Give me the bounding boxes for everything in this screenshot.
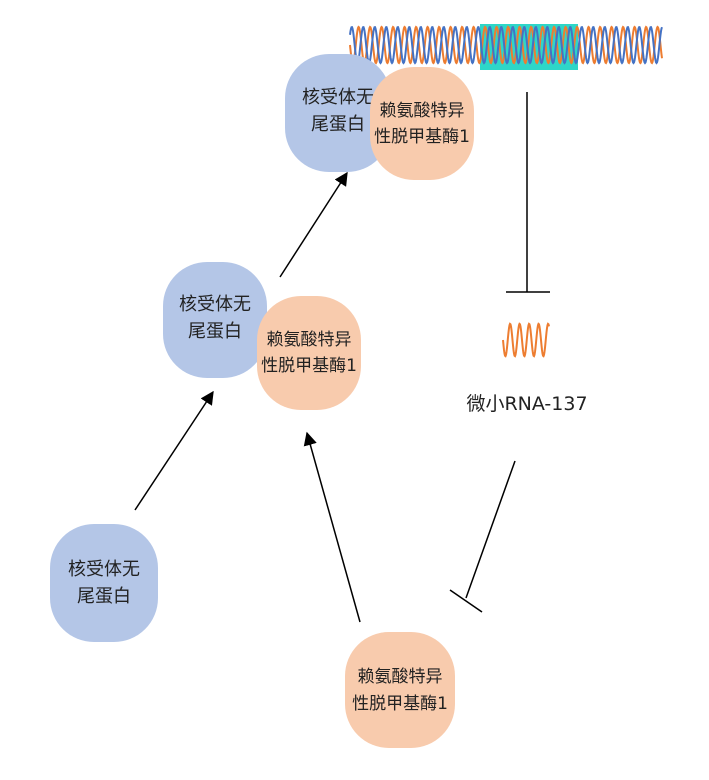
lsd-node-middle-label-1: 赖氨酸特异 (267, 330, 352, 350)
nr-node-top-label-1: 核受体无 (302, 87, 374, 108)
arrow-lsd-bottom-to-mid (303, 431, 361, 623)
lsd-node-bottom-shape (345, 632, 455, 748)
nr-node-top-label-2: 尾蛋白 (311, 114, 365, 135)
nr-node-top (285, 54, 391, 172)
mirna-to-lsd-bar (449, 589, 483, 613)
nr-node-bottom: 核受体无 尾蛋白 (50, 524, 158, 642)
nr-node-middle-label-1: 核受体无 (179, 294, 251, 315)
dna-double-helix-icon (349, 24, 663, 70)
dna-strand-orange (349, 25, 663, 65)
lsd-node-bottom-label-2: 性脱甲基酶1 (352, 694, 448, 714)
middle-complex: 核受体无 尾蛋白 赖氨酸特异 性脱甲基酶1 (163, 262, 361, 410)
nr-node-bottom-shape (50, 524, 158, 642)
arrow-nr-bottom-to-mid (134, 390, 214, 511)
lsd-node-top-label-2: 性脱甲基酶1 (374, 127, 470, 147)
arrow-mid-to-top (279, 171, 348, 278)
nr-node-middle (163, 262, 267, 378)
mirna-to-lsd-line (465, 460, 516, 599)
mirna-label: 微小RNA-137 (466, 393, 587, 415)
lsd-node-middle (257, 296, 361, 410)
nr-node-bottom-label-1: 核受体无 (68, 559, 140, 580)
nr-node-bottom-label-2: 尾蛋白 (77, 586, 131, 607)
lsd-node-middle-label-2: 性脱甲基酶1 (261, 356, 357, 376)
nr-node-middle-label-2: 尾蛋白 (188, 321, 242, 342)
top-complex: 核受体无 尾蛋白 赖氨酸特异 性脱甲基酶1 (285, 54, 474, 180)
dna-strand-blue (349, 25, 663, 65)
mirna-hairpin-icon (502, 322, 550, 358)
lsd-node-top-label-1: 赖氨酸特异 (380, 101, 465, 121)
lsd-node-bottom: 赖氨酸特异 性脱甲基酶1 (345, 632, 455, 748)
lsd-node-top (370, 67, 474, 180)
lsd-node-bottom-label-1: 赖氨酸特异 (358, 667, 443, 687)
